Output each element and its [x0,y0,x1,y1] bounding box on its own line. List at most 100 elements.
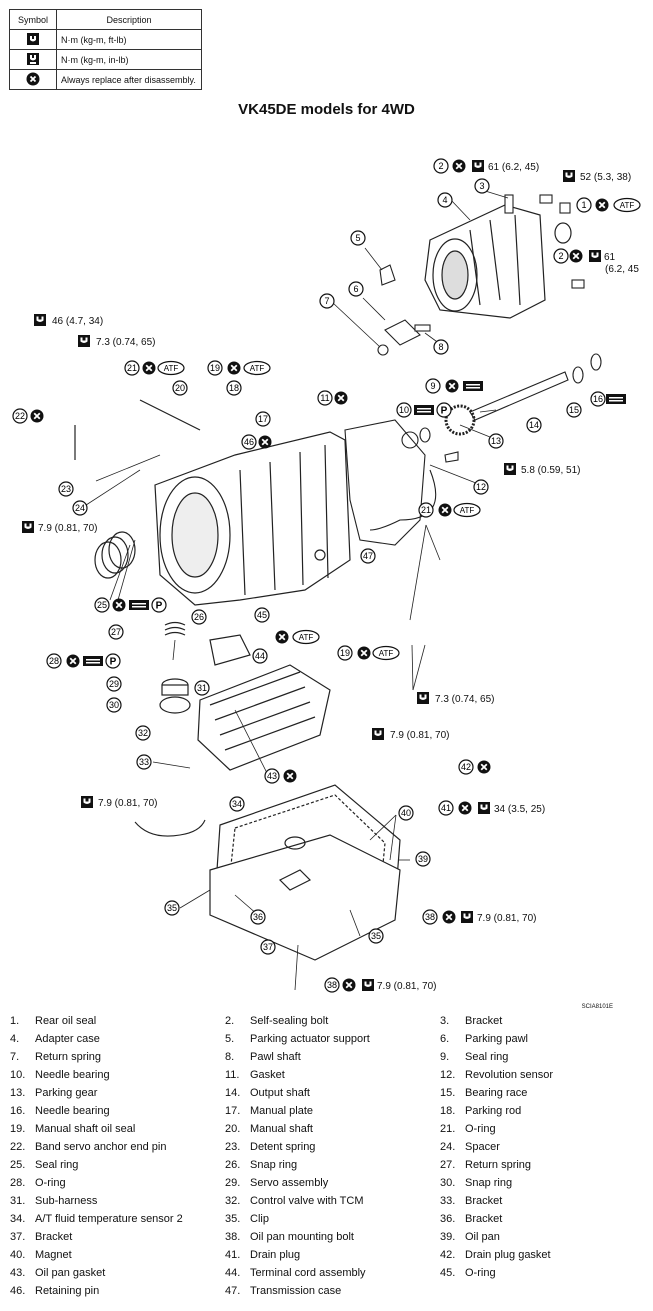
replace-x-icon [356,645,372,661]
callout-14: 14 [526,417,542,433]
part-name: Drain plug [250,1249,301,1261]
part-number: 25. [10,1159,26,1171]
part-name: Adapter case [35,1033,100,1045]
part-name: Snap ring [465,1177,513,1189]
part-number: 11. [225,1069,240,1081]
part-name: Parking gear [35,1087,98,1099]
svg-text:17: 17 [258,414,268,424]
callout-25: 25 [94,597,110,613]
torque-label: 7.9 (0.81, 70) [477,913,536,924]
part-number: 9. [440,1051,450,1063]
svg-text:40: 40 [401,808,411,818]
part-name: Bracket [465,1015,503,1027]
svg-text:19: 19 [210,363,220,373]
callout-8: 8 [433,339,449,355]
torque-label: 7.3 (0.74, 65) [435,694,494,705]
replace-x-icon [274,629,290,645]
svg-text:21: 21 [421,505,431,515]
svg-text:45: 45 [257,610,267,620]
part-name: Bracket [465,1213,503,1225]
grease-icon [463,381,483,391]
svg-text:35: 35 [371,931,381,941]
torque-label: 7.9 (0.81, 70) [390,730,449,741]
svg-text:25: 25 [97,600,107,610]
callout-28: 28 [46,653,62,669]
grease-icon [129,600,149,610]
part-number: 44. [225,1267,241,1279]
part-name: Control valve with TCM [250,1195,364,1207]
torque-label: 34 (3.5, 25) [494,804,545,815]
legend-desc-inlb: N·m (kg-m, in-lb) [56,49,202,70]
replace-x-icon [141,360,157,376]
part-number: 37. [10,1231,26,1243]
svg-text:15: 15 [569,405,579,415]
part-name: Bracket [465,1195,503,1207]
callout-6: 6 [348,281,364,297]
svg-text:6: 6 [353,284,358,294]
replace-x-icon [257,434,273,450]
callout-19: 19 [207,360,223,376]
part-number: 5. [225,1033,235,1045]
part-number: 10. [10,1069,26,1081]
part-name: Rear oil seal [35,1015,97,1027]
part-number: 8. [225,1051,235,1063]
torque-label: 46 (4.7, 34) [52,316,103,327]
callout-46: 46 [241,434,257,450]
gasket-outline [344,419,426,546]
callout-2: 2 [553,248,569,264]
atf-icon [292,629,320,645]
replace-x-icon [441,909,457,925]
callout-30: 30 [106,697,122,713]
svg-text:19: 19 [340,648,350,658]
part-number: 32. [225,1195,241,1207]
part-number: 31. [10,1195,26,1207]
svg-text:36: 36 [253,912,263,922]
callout-37: 37 [260,939,276,955]
svg-text:22: 22 [15,411,25,421]
svg-text:4: 4 [442,195,447,205]
part-number: 29. [225,1177,241,1189]
part-name: Sub-harness [35,1195,98,1207]
part-name: Return spring [465,1159,532,1171]
svg-text:26: 26 [194,612,204,622]
part-number: 35. [225,1213,241,1225]
replace-x-icon [457,800,473,816]
atf-icon [157,360,185,376]
callout-7: 7 [319,293,335,309]
part-name: Manual shaft [250,1123,313,1135]
output-shaft [401,353,602,463]
callout-45: 45 [254,607,270,623]
svg-text:30: 30 [109,700,119,710]
part-number: 18. [440,1105,456,1117]
callout-21: 21 [418,502,434,518]
part-name: Drain plug gasket [465,1249,551,1261]
replace-x-icon [568,248,584,264]
torque-wrench-icon [589,250,601,262]
torque-label: 7.9 (0.81, 70) [98,798,157,809]
callout-26: 26 [191,609,207,625]
svg-text:27: 27 [111,627,121,637]
upper-small-parts [377,194,585,356]
callout-36: 36 [250,909,266,925]
atf-icon [372,645,400,661]
part-name: O-ring [465,1123,496,1135]
part-number: 47. [225,1285,241,1297]
callout-41: 41 [438,800,454,816]
part-name: A/T fluid temperature sensor 2 [35,1213,183,1225]
callout-42: 42 [458,759,474,775]
replace-x-icon [437,502,453,518]
svg-text:32: 32 [138,728,148,738]
callout-17: 17 [255,411,271,427]
part-number: 40. [10,1249,26,1261]
part-name: Gasket [250,1069,285,1081]
callout-32: 32 [135,725,151,741]
part-number: 27. [440,1159,456,1171]
callout-33: 33 [136,754,152,770]
part-name: Self-sealing bolt [250,1015,329,1027]
callout-35: 35 [368,928,384,944]
part-name: Oil pan mounting bolt [250,1231,354,1243]
part-number: 15. [440,1087,456,1099]
torque-label: (6.2, 45 [605,264,639,275]
torque-label: 7.9 (0.81, 70) [377,981,436,992]
part-number: 28. [10,1177,26,1189]
